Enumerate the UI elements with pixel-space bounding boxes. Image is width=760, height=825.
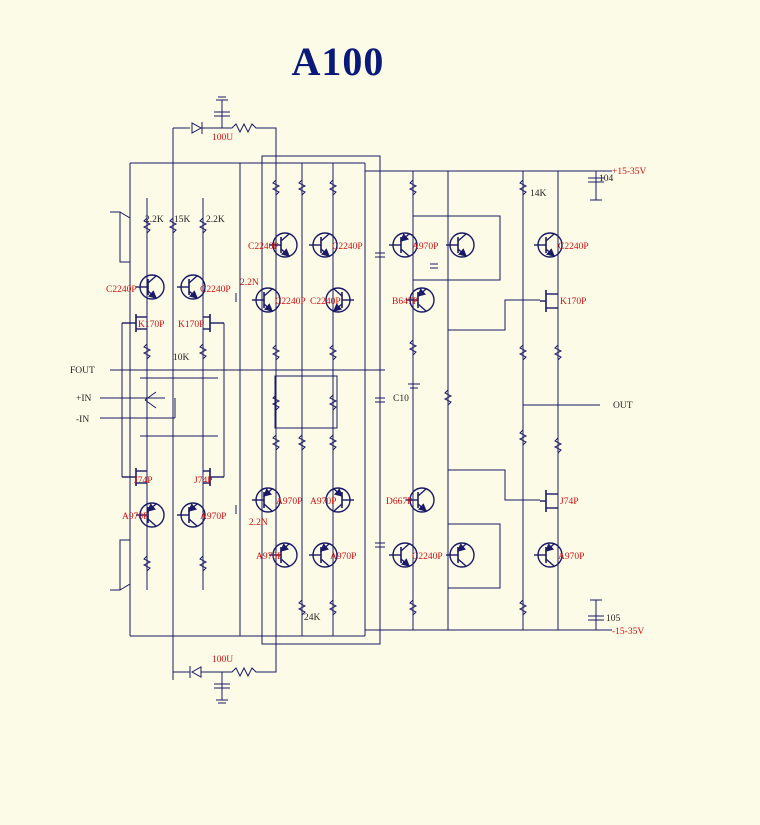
output-stage-wiring bbox=[379, 171, 604, 630]
transistor-q-mir3 bbox=[252, 287, 281, 313]
transistor-q-bmir1 bbox=[252, 487, 281, 513]
comp-cap-top-label: 2.2N bbox=[240, 278, 259, 288]
transistor-q-inb-l bbox=[136, 502, 165, 528]
resistor-r5-label: 14K bbox=[530, 189, 547, 199]
label-j-bot-l: J74P bbox=[134, 476, 152, 486]
positive-supply-label: +15-35V bbox=[612, 167, 647, 177]
top-filter-cap-label: 100U bbox=[212, 133, 233, 143]
transistor-q-mir1 bbox=[269, 232, 298, 258]
rail-cap-pos-label: 104 bbox=[599, 174, 614, 184]
label-q-inb-r: A970P bbox=[200, 512, 226, 522]
fout-terminal: FOUT bbox=[70, 366, 95, 376]
transistor-q-out-top-bjt bbox=[534, 232, 563, 258]
comp-cap-bottom-label: 2.2N bbox=[249, 518, 268, 528]
transistor-q-out-bot-bjt bbox=[534, 542, 563, 568]
label-q-bmir2: A970P bbox=[310, 497, 336, 507]
label-q-bmir4: A970P bbox=[330, 552, 356, 562]
fet-j-bot-r bbox=[203, 468, 224, 486]
output-terminal: OUT bbox=[613, 401, 633, 411]
transistor-q-inb-r bbox=[177, 502, 206, 528]
label-q-in-r: C2240P bbox=[200, 285, 231, 295]
minus-input-terminal: -IN bbox=[76, 415, 89, 425]
resistor-r6-label: 24K bbox=[304, 613, 321, 623]
transistor-vas-bot-mirror bbox=[446, 542, 475, 568]
label-q-mir3: C2240P bbox=[275, 297, 306, 307]
label-q-mir1: C2240P bbox=[248, 242, 279, 252]
label-q-drv-bot: D667P bbox=[386, 497, 412, 507]
label-q-bmir1: A970P bbox=[276, 497, 302, 507]
transistor-q-bmir3 bbox=[269, 542, 298, 568]
transistor-q-mir4 bbox=[325, 287, 354, 313]
inner-loop-frame bbox=[261, 155, 381, 645]
fet-j-top-l bbox=[122, 314, 147, 332]
positive-rail bbox=[130, 162, 612, 172]
fet-j-bot-l bbox=[122, 468, 147, 486]
label-j-bot-r: J74P bbox=[194, 476, 212, 486]
transistor-q-drv-bot bbox=[406, 487, 435, 513]
resistor-r3-label: 2.2K bbox=[206, 215, 225, 225]
c10-label: C10 bbox=[393, 394, 409, 404]
component-labels: 100U 100U 2.2N 2.2N C10 104 105 2.2K 15K… bbox=[106, 133, 621, 665]
plus-input-terminal: +IN bbox=[76, 394, 92, 404]
label-q-drv-top: B647P bbox=[392, 297, 418, 307]
label-q-vas-bot: C2240P bbox=[412, 552, 443, 562]
transistor-q-vas-bot bbox=[389, 542, 418, 568]
label-q-in-l: C2240P bbox=[106, 285, 137, 295]
terminal-labels: FOUT +IN -IN OUT +15-35V -15-35V bbox=[70, 167, 647, 637]
transistor-q-drv-top bbox=[406, 287, 435, 313]
transistor-q-in-r bbox=[177, 274, 206, 300]
negative-rail bbox=[130, 629, 612, 637]
resistor-r1-label: 2.2K bbox=[145, 215, 164, 225]
fet-q-out-bot bbox=[540, 490, 558, 512]
fet-transistors bbox=[121, 290, 558, 512]
resistor-array bbox=[142, 179, 563, 616]
bjt-transistors bbox=[136, 232, 563, 568]
transistor-vas-top-mirror bbox=[446, 232, 475, 258]
transistor-q-bmir2 bbox=[325, 487, 354, 513]
bottom-filter-cap-label: 100U bbox=[212, 655, 233, 665]
label-q-out-bot-bjt: A970P bbox=[558, 552, 584, 562]
transistor-q-mir2 bbox=[309, 232, 338, 258]
top-supply-filter bbox=[173, 96, 277, 163]
label-q-vas-top: A970P bbox=[412, 242, 438, 252]
transistor-q-vas-top bbox=[389, 232, 418, 258]
label-q-out-bot-fet: J74P bbox=[560, 497, 578, 507]
schematic-title: A100 bbox=[291, 39, 385, 84]
compensation-caps bbox=[235, 252, 438, 548]
fet-q-out-top bbox=[540, 290, 558, 312]
bottom-supply-filter bbox=[173, 636, 277, 704]
input-stage-wiring bbox=[100, 128, 385, 680]
label-q-mir4: C2240P bbox=[310, 297, 341, 307]
label-q-bmir3: A970P bbox=[256, 552, 282, 562]
resistor-r2-label: 15K bbox=[174, 215, 191, 225]
rail-cap-neg-label: 105 bbox=[606, 614, 621, 624]
label-q-inb-l: A970P bbox=[122, 512, 148, 522]
label-q-out-top-fet: K170P bbox=[560, 297, 586, 307]
label-j-top-l: K170P bbox=[138, 320, 164, 330]
label-q-mir2: C2240P bbox=[332, 242, 363, 252]
negative-supply-label: -15-35V bbox=[612, 627, 644, 637]
label-j-top-r: K170P bbox=[178, 320, 204, 330]
label-q-out-top-bjt: C2240P bbox=[558, 242, 589, 252]
transistor-q-in-l bbox=[136, 274, 165, 300]
fet-j-top-r bbox=[203, 314, 224, 332]
transistor-q-bmir4 bbox=[309, 542, 338, 568]
resistor-r4-label: 10K bbox=[173, 353, 190, 363]
